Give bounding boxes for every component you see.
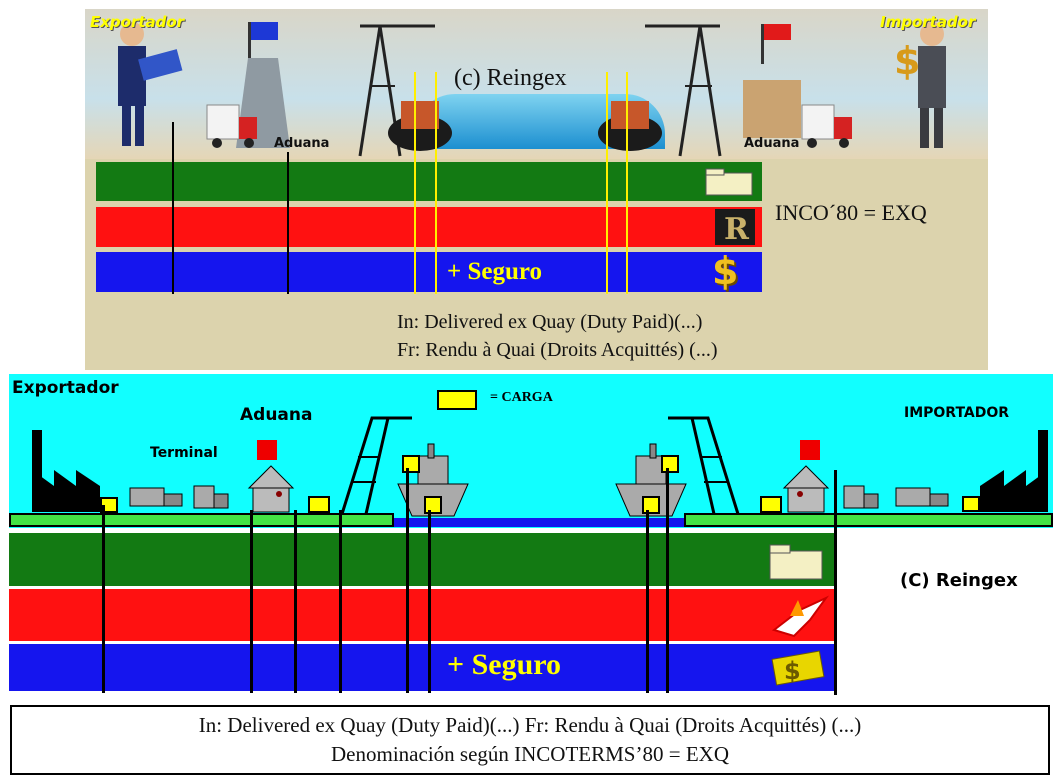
top-yline-2 [435, 72, 437, 294]
bottom-insurance-label: + Seguro [447, 648, 561, 682]
risk-r-icon: R [715, 209, 755, 245]
cargo-box-8 [962, 496, 980, 512]
factory-left-icon [28, 400, 108, 512]
svg-text:$: $ [894, 39, 920, 83]
truck-bottom-right-icon [842, 484, 882, 512]
top-customs-right-label: Aduana [744, 136, 799, 151]
bottom-cost-bar [9, 644, 835, 691]
top-yline-1 [414, 72, 416, 294]
top-documents-bar [96, 162, 762, 201]
bottom-vline-9 [834, 470, 837, 695]
bottom-documents-bar [9, 533, 835, 586]
truck-bottom-left2-icon [192, 484, 232, 512]
cargo-legend-box [437, 390, 477, 410]
bottom-customs-label: Aduana [240, 405, 312, 425]
top-insurance-label: + Seguro [447, 258, 542, 286]
bottom-vline-6 [428, 510, 431, 693]
cargo-box-4 [424, 496, 442, 514]
bottom-cargo-legend-label: = CARGA [490, 390, 553, 406]
top-importer-label: Importador [880, 13, 975, 31]
customs-house-left-icon [245, 438, 305, 514]
dollar-icon: $ [712, 249, 738, 293]
svg-text:$: $ [784, 657, 801, 685]
top-customs-left-label: Aduana [274, 136, 329, 151]
bottom-vline-4 [339, 510, 342, 693]
bottom-importer-label: IMPORTADOR [904, 405, 1009, 421]
ship-left-icon [385, 95, 455, 155]
folder-icon [704, 167, 756, 197]
truck-bottom-right2-icon [894, 486, 954, 512]
top-caption-fr: Fr: Rendu à Quai (Droits Acquittés) (...… [397, 339, 718, 362]
cargo-box-3 [402, 455, 420, 473]
importer-figure-icon: $ [880, 14, 970, 154]
bottom-caption-line2: Denominación según INCOTERMS’80 = EXQ [12, 742, 1048, 767]
top-vline-1 [172, 122, 174, 294]
cargo-box-5 [642, 496, 660, 514]
exporter-figure-icon [100, 14, 190, 154]
bottom-vline-5 [406, 468, 409, 693]
top-yline-4 [626, 72, 628, 294]
cargo-box-6 [661, 455, 679, 473]
cargo-box-2 [308, 496, 330, 513]
top-exporter-label: Exportador [90, 13, 184, 31]
top-yline-3 [606, 72, 608, 294]
svg-text:R: R [724, 212, 750, 245]
top-risk-bar [96, 207, 762, 247]
truck-bottom-left-icon [128, 486, 188, 512]
top-incoterm-label: INCO´80 = EXQ [775, 200, 927, 226]
truck-left-icon [205, 103, 265, 153]
bottom-caption-box: In: Delivered ex Quay (Duty Paid)(...) F… [10, 705, 1050, 775]
top-cost-bar [96, 252, 762, 292]
truck-right-icon [800, 103, 860, 153]
bottom-vline-8 [666, 468, 669, 693]
dollar-bill-icon: $ [766, 645, 828, 691]
bottom-vline-7 [646, 510, 649, 693]
bottom-caption-line1: In: Delivered ex Quay (Duty Paid)(...) F… [12, 713, 1048, 738]
bottom-vline-2 [250, 510, 253, 693]
bottom-terminal-label: Terminal [150, 445, 218, 461]
cargo-box-7 [760, 496, 782, 513]
bottom-risk-bar [9, 589, 835, 641]
bottom-copyright: (C) Reingex [900, 570, 1018, 591]
bottom-vline-3 [294, 510, 297, 693]
top-caption-en: In: Delivered ex Quay (Duty Paid)(...) [397, 311, 702, 334]
top-vline-2 [287, 152, 289, 294]
top-watermark: (c) Reingex [454, 65, 567, 92]
broken-plane-icon [770, 590, 830, 640]
folder-bottom-icon [768, 543, 828, 583]
bottom-exporter-label: Exportador [12, 378, 119, 398]
customs-house-right-icon [778, 438, 838, 514]
bottom-vline-1 [102, 505, 105, 693]
